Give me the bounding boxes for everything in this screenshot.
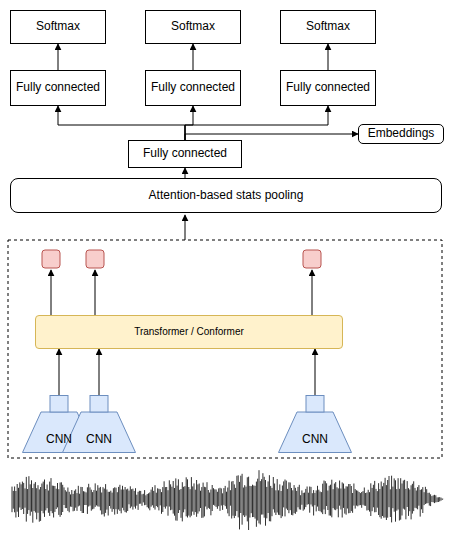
flow-arrow <box>193 44 194 70</box>
cnn-block: CNN <box>278 395 352 453</box>
node-label: Embeddings <box>368 127 435 141</box>
pooling-box: Attention-based stats pooling <box>10 178 442 213</box>
node-label: Fully connected <box>143 147 227 161</box>
encoder-output-arrow <box>185 215 186 240</box>
softmax-box: Softmax <box>10 10 106 44</box>
cnn-trapezoid <box>63 412 136 453</box>
cnn-frame-input <box>306 396 324 413</box>
waveform <box>12 470 444 530</box>
cnn-frame-input <box>50 396 68 413</box>
dense-box: Fully connected <box>145 70 241 106</box>
node-label: Fully connected <box>16 81 100 95</box>
node-label: Softmax <box>36 20 80 34</box>
output-token <box>86 250 104 268</box>
output-box: Embeddings <box>358 124 444 144</box>
node-label: Softmax <box>306 20 350 34</box>
token-arrow <box>312 270 313 315</box>
dense-box: Fully connected <box>10 70 106 106</box>
node-label: CNN <box>86 433 112 447</box>
flow-arrow <box>58 44 59 70</box>
token-arrow <box>95 270 96 315</box>
dense-box: Fully connected <box>280 70 376 106</box>
encoder-band: Transformer / Conformer <box>35 315 343 349</box>
flow-arrow <box>185 106 328 140</box>
node-label: CNN <box>302 433 328 447</box>
dense-box: Fully connected <box>128 140 242 168</box>
softmax-box: Softmax <box>145 10 241 44</box>
node-label: Fully connected <box>286 81 370 95</box>
node-label: Softmax <box>171 20 215 34</box>
node-label: CNN <box>46 433 72 447</box>
cnn-trapezoid <box>279 412 352 453</box>
cnn-frame-input <box>90 396 108 413</box>
flow-arrow <box>99 349 100 395</box>
flow-arrow <box>315 349 316 395</box>
encoder-dashed-frame <box>8 240 442 458</box>
node-label: Transformer / Conformer <box>134 326 244 338</box>
node-label: Fully connected <box>151 81 235 95</box>
output-token <box>303 250 321 268</box>
node-label: Attention-based stats pooling <box>149 189 304 203</box>
flow-arrow <box>58 106 185 140</box>
output-token <box>42 250 60 268</box>
flow-arrow <box>328 44 329 70</box>
flow-arrow <box>185 168 186 178</box>
softmax-box: Softmax <box>280 10 376 44</box>
token-arrow <box>51 270 52 315</box>
flow-arrow <box>185 106 193 140</box>
flow-arrow <box>59 349 60 395</box>
cnn-block: CNN <box>62 395 136 453</box>
